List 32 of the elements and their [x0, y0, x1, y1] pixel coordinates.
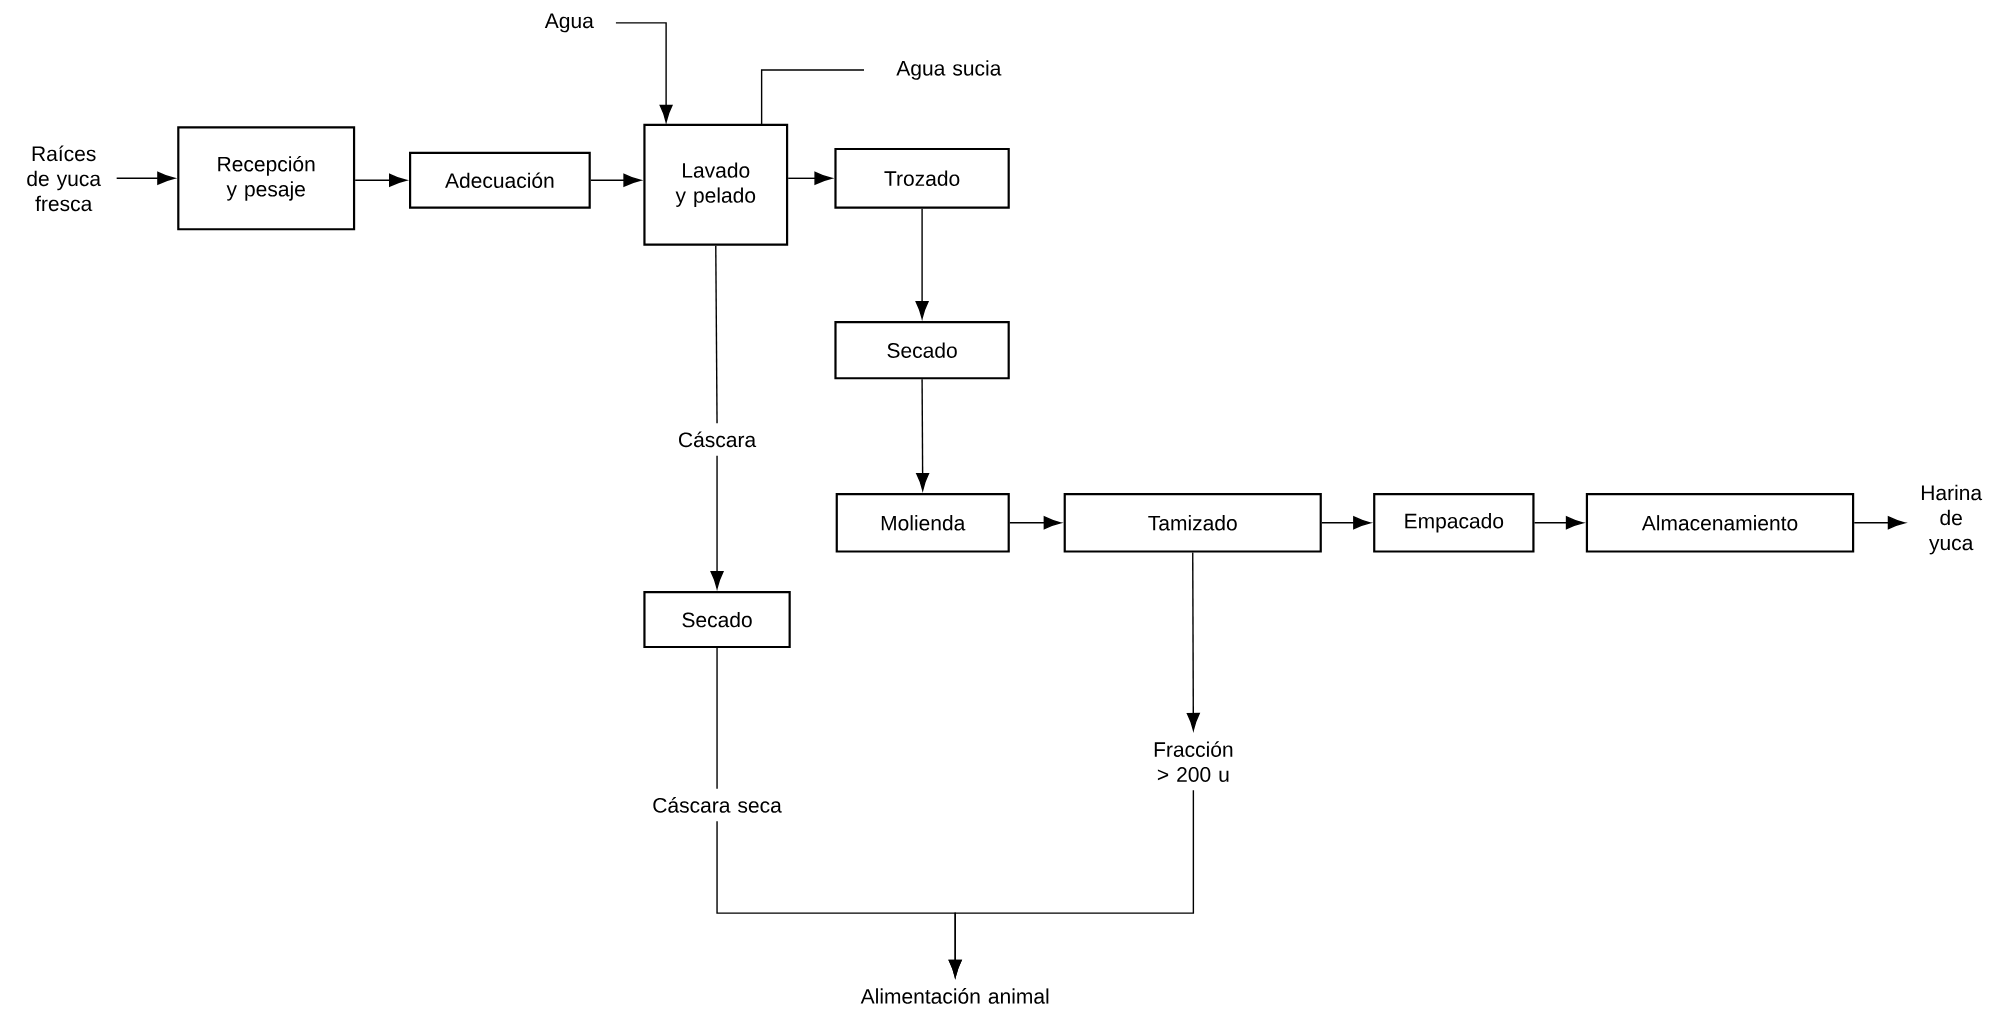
arrow [1533, 516, 1584, 530]
process-box: Lavado y pelado [643, 123, 789, 246]
arrow [915, 208, 929, 319]
flow-label: Cáscara seca [653, 797, 782, 813]
arrow [354, 173, 407, 187]
process-box: Secado [834, 321, 1010, 380]
arrow [710, 454, 724, 589]
arrow [1186, 551, 1200, 731]
process-box: Empacado [1373, 493, 1535, 553]
arrow [916, 378, 930, 491]
process-box: Tamizado [1063, 493, 1322, 553]
arrow [1009, 516, 1062, 530]
flow-label: Alimentación animal [860, 988, 1049, 1004]
process-box: Trozado [834, 147, 1010, 209]
process-box: Almacenamiento [1585, 493, 1855, 553]
flow-label: Raíces de yuca fresca [27, 145, 101, 212]
arrow [1321, 516, 1371, 530]
flow-label: Cáscara [679, 431, 757, 448]
flow-label: Fracción > 200 u [1154, 741, 1233, 782]
process-box: Recepción y pesaje [177, 126, 356, 231]
arrow [948, 789, 1195, 978]
arrow [787, 171, 832, 185]
arrow [590, 173, 641, 187]
process-box: Adecuación [409, 151, 591, 209]
process-box: Molienda [835, 493, 1010, 553]
flow-label: Agua sucia [896, 60, 1002, 80]
arrow [115, 171, 175, 185]
arrow [615, 22, 673, 123]
flow-label: Harina de yuca [1921, 484, 1983, 555]
flow-label: Agua [544, 13, 594, 33]
arrow [1853, 516, 1906, 530]
process-box: Secado [643, 591, 791, 649]
